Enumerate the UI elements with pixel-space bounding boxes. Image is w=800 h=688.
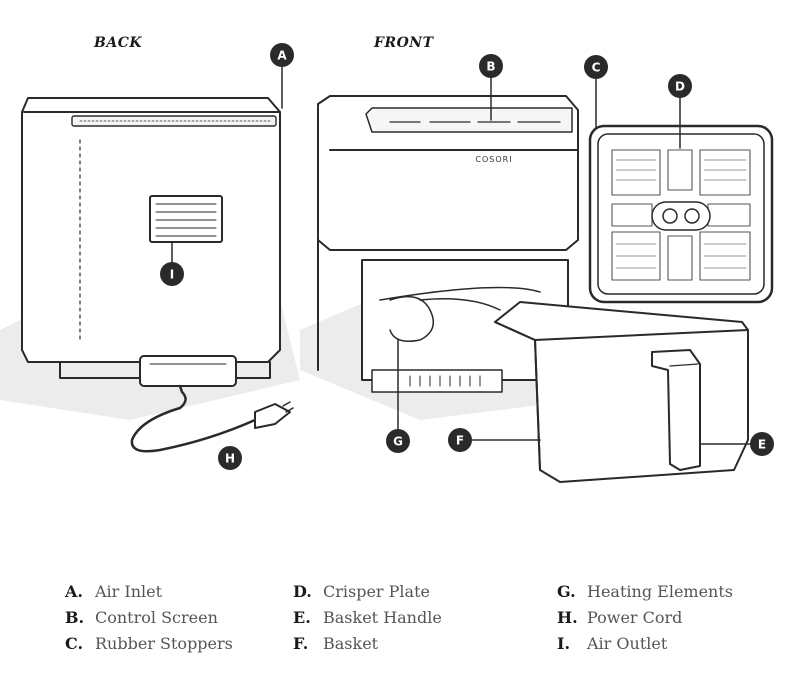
svg-text:A: A	[277, 49, 287, 63]
legend-item-i: I.Air Outlet	[557, 634, 668, 653]
back-view-title: BACK	[94, 35, 143, 51]
front-view-fryer	[300, 95, 580, 420]
callout-e: E	[750, 432, 774, 456]
control-screen	[365, 107, 573, 133]
callout-f: F	[448, 428, 472, 452]
svg-text:G: G	[393, 435, 403, 449]
legend-item-c: C.Rubber Stoppers	[65, 634, 233, 653]
air-outlet-grille	[149, 195, 223, 243]
callout-b: B	[479, 54, 503, 78]
legend-item-f: F.Basket	[293, 634, 379, 653]
svg-text:H: H	[225, 452, 235, 466]
callout-a: A	[270, 43, 294, 67]
basket	[494, 301, 749, 483]
legend-item-h: H.Power Cord	[557, 608, 683, 627]
svg-text:B: B	[486, 60, 495, 74]
legend-item-e: E.Basket Handle	[293, 608, 442, 627]
parts-legend: A.Air Inlet B.Control Screen C.Rubber St…	[0, 582, 800, 672]
callout-i: I	[160, 262, 184, 286]
power-cord	[130, 384, 257, 453]
callout-d: D	[668, 74, 692, 98]
callout-h: H	[218, 446, 242, 470]
heating-element	[389, 295, 435, 342]
plug	[254, 403, 291, 429]
cord-housing	[139, 355, 237, 387]
legend-item-b: B.Control Screen	[65, 608, 218, 627]
svg-text:C: C	[592, 61, 601, 75]
crisper-plate	[588, 124, 774, 304]
brand-logo: COSORI	[475, 155, 512, 164]
callout-c: C	[584, 55, 608, 79]
front-view-title: FRONT	[374, 35, 434, 51]
basket-handle	[651, 349, 701, 471]
svg-text:E: E	[758, 438, 766, 452]
callout-g: G	[386, 429, 410, 453]
svg-text:D: D	[675, 80, 685, 94]
svg-text:F: F	[456, 434, 464, 448]
svg-text:I: I	[170, 268, 174, 282]
back-view-fryer	[0, 97, 300, 453]
legend-item-d: D.Crisper Plate	[293, 582, 430, 601]
legend-item-g: G.Heating Elements	[557, 582, 733, 601]
legend-item-a: A.Air Inlet	[65, 582, 163, 601]
